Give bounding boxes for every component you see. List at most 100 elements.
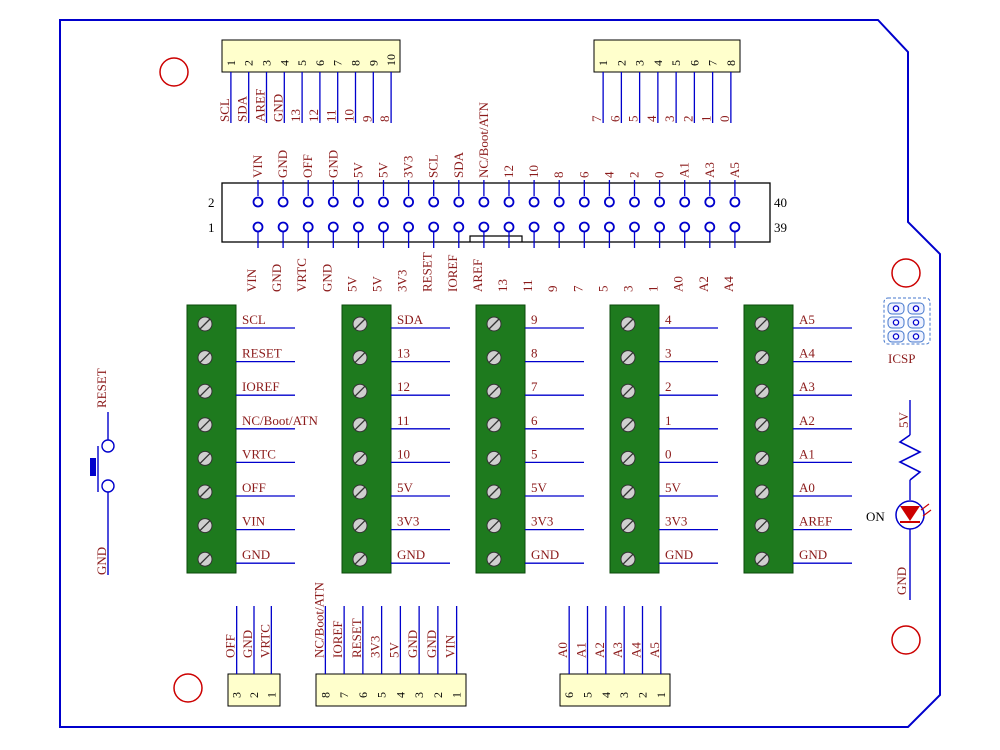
connector-pin [302, 221, 314, 233]
connector-bottom-label-4: GND [319, 264, 334, 292]
top-right-header-number-4: 4 [651, 60, 665, 66]
mount-hole-top-left [159, 57, 189, 87]
connector-top-label-13: 8 [551, 172, 566, 179]
bottom-header-2-label-4: 3V3 [368, 636, 383, 658]
connector-top-label-17: 0 [652, 172, 667, 179]
terminal-screw [486, 551, 502, 567]
bottom-header-3-number-3: 4 [599, 692, 613, 698]
bottom-header-2-label-1: NC/Boot/ATN [311, 582, 326, 658]
bottom-header-3-number-1: 6 [562, 692, 576, 698]
connector-bottom-label-18: A0 [671, 276, 686, 292]
terminal-4-label-2: 3 [665, 346, 672, 361]
connector-bottom-label-12: 11 [520, 279, 535, 292]
bottom-header-1-number-3: 1 [264, 692, 278, 698]
terminal-1-label-2: RESET [242, 346, 282, 361]
connector-pin [277, 221, 289, 233]
terminal-screw [197, 417, 213, 433]
connector-top-label-1: VIN [250, 154, 265, 178]
connector-bottom-label-5: 5V [344, 276, 359, 293]
terminal-1-label-5: VRTC [242, 446, 276, 461]
top-right-header-label-5: 3 [662, 116, 677, 123]
icsp-pin [892, 319, 900, 326]
connector-top-label-19: A3 [702, 162, 717, 178]
connector-pin [654, 221, 665, 233]
connector-pin [478, 221, 490, 233]
top-left-header-number-10: 10 [384, 54, 398, 66]
terminal-1-label-7: VIN [242, 514, 266, 529]
terminal-screw [620, 450, 636, 466]
icsp-pin [912, 305, 920, 312]
terminal-screw [486, 350, 502, 366]
connector-pin [252, 221, 264, 233]
terminal-2-label-4: 11 [397, 413, 410, 428]
terminal-screw [197, 450, 213, 466]
terminal-screw [352, 450, 368, 466]
top-right-header-label-4: 4 [644, 115, 659, 122]
connector-top-label-6: 5V [376, 162, 391, 179]
terminal-blocks: SCLRESETIOREFNC/Boot/ATNVRTCOFFVINGNDSDA… [186, 304, 852, 574]
bottom-header-3-label-1: A0 [555, 642, 570, 658]
top-left-header-number-5: 5 [295, 60, 309, 66]
top-right-header-label-7: 1 [699, 116, 714, 123]
connector-pin [352, 196, 364, 208]
terminal-3-label-1: 9 [531, 312, 538, 327]
connector-pin [352, 221, 364, 233]
terminal-4-label-4: 1 [665, 413, 672, 428]
terminal-5-label-8: GND [799, 547, 827, 562]
bottom-header-3-number-2: 5 [581, 692, 595, 698]
connector-pin [528, 196, 540, 208]
terminal-screw [486, 316, 502, 332]
terminal-4-label-1: 4 [665, 312, 672, 327]
top-right-header-label-2: 6 [607, 115, 622, 122]
terminal-screw [620, 417, 636, 433]
connector-top-label-2: GND [275, 150, 290, 178]
terminal-screw [486, 450, 502, 466]
connector-pin-39-label: 39 [774, 220, 787, 235]
terminal-screw [486, 518, 502, 534]
terminal-1-label-1: SCL [242, 312, 266, 327]
top-right-header-number-8: 8 [724, 60, 738, 66]
connector-pin [578, 221, 590, 233]
top-left-header-label-1: SCL [217, 98, 232, 122]
icsp-pin [912, 319, 920, 326]
terminal-screw [486, 417, 502, 433]
reset-switch-gnd-label: GND [94, 547, 109, 575]
terminal-screw [620, 350, 636, 366]
top-left-header-label-7: 11 [324, 109, 339, 122]
connector-pin [453, 221, 465, 233]
top-left-header-number-2: 2 [242, 60, 256, 66]
terminal-2-label-2: 13 [397, 346, 410, 361]
connector-pin [604, 196, 615, 208]
connector-bottom-label-1: VIN [244, 268, 259, 292]
terminal-2-label-5: 10 [397, 446, 410, 461]
connector-top-label-3: OFF [300, 154, 315, 178]
terminal-screw [352, 417, 368, 433]
bottom-header-2-label-5: 5V [386, 642, 401, 659]
top-left-header-number-7: 7 [331, 60, 345, 66]
bottom-header-2-number-7: 2 [431, 692, 445, 698]
bottom-header-3-label-2: A1 [574, 642, 589, 658]
bottom-header-2-label-8: VIN [443, 634, 458, 658]
terminal-screw [754, 417, 770, 433]
terminal-5-label-6: A0 [799, 480, 815, 495]
connector-pin [679, 196, 691, 208]
terminal-screw [197, 350, 213, 366]
terminal-screw [754, 450, 770, 466]
bottom-header-3-label-4: A3 [610, 642, 625, 658]
connector-bottom-label-6: 5V [370, 276, 385, 293]
led-5v-label: 5V [896, 412, 911, 429]
connector-bottom-label-8: RESET [420, 252, 435, 292]
connector-top-label-12: 10 [526, 165, 541, 178]
top-left-header-label-5: 13 [288, 109, 303, 122]
terminal-4-label-5: 0 [665, 446, 672, 461]
top-left-header-label-9: 9 [359, 116, 374, 123]
reset-button-actuator [90, 458, 96, 476]
connector-pin [704, 221, 716, 233]
bottom-header-2-number-2: 7 [337, 692, 351, 698]
